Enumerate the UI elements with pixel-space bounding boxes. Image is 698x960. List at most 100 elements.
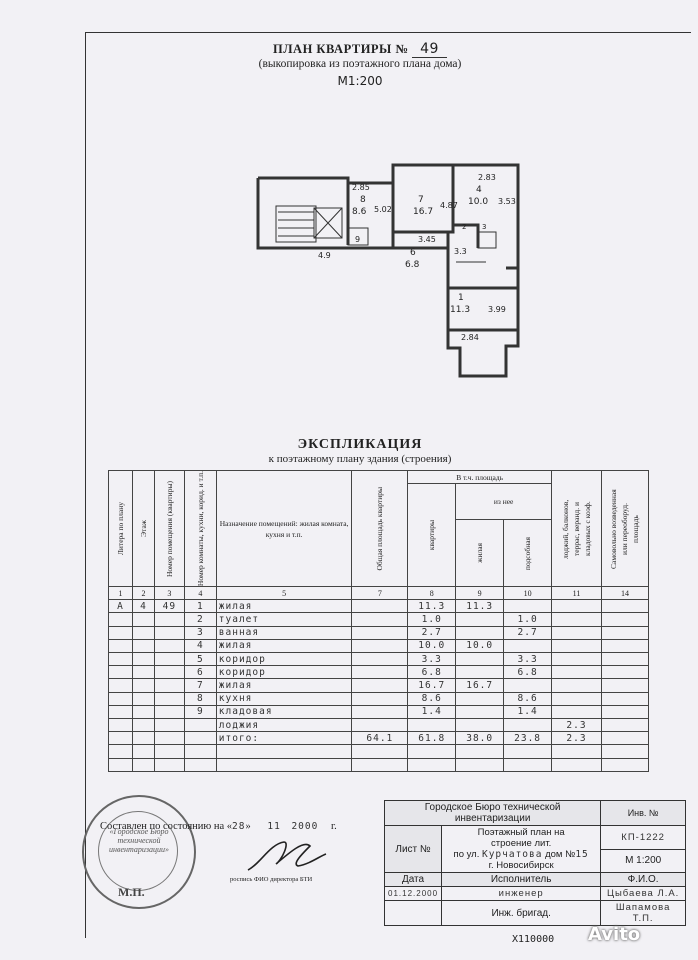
cell-living: 11.3 [455,599,505,614]
bti-description: Поэтажный план на строение лит. по ул. К… [441,825,602,873]
plan-dim-284: 2.84 [461,333,479,342]
bti-house: 15 [575,849,589,860]
cell-no: 2 [183,612,217,627]
col-header-room-no: Номер комнаты, кухни, корид. и т.п. [195,471,205,587]
bti-inv-value: КП-1222 [600,825,686,850]
cell-empty [215,757,353,772]
cell-empty [131,757,155,772]
cell-flat: 16.7 [407,678,457,693]
bti-exec-value: инженер [441,886,602,901]
cell-floor [131,625,155,640]
cell-empty [503,744,553,759]
cell-name: коридор [215,665,353,680]
cell-lit [108,717,133,733]
cell-living [455,665,505,680]
bti-desc-2: строение лит. [491,838,552,849]
cell-floor [131,717,155,733]
cell-flat: 6.8 [407,665,457,680]
footer-number: X110000 [512,934,555,945]
bti-brig-value: Шапамова Т.П. [600,900,686,926]
cell-total: 64.1 [351,731,409,746]
cell-total [351,717,409,733]
bti-scale: М 1:200 [600,848,686,873]
col-header-total: Общая площадь квартиры [375,486,385,571]
plan-dim-345: 3.45 [418,235,436,244]
cell-loggia [551,691,602,706]
col-header-aux: подсобная [523,536,533,570]
cell-flat: 1.0 [407,612,457,627]
avito-watermark: Avito [588,924,641,945]
bti-inv-label: Инв. № [600,800,686,826]
plan-room-6-no: 6 [410,248,416,258]
cell-total [351,665,409,680]
state-month: 11 [267,821,281,832]
bti-house-prefix: дом № [545,849,576,860]
cell-total [351,638,409,654]
plan-room-9-no: 9 [355,235,360,244]
plan-room-7-area: 16.7 [413,207,433,217]
cell-name: жилая [215,599,353,614]
cell-apt [153,691,185,706]
plan-dim-33: 3.3 [454,247,467,256]
bti-sheet-label: Лист № [383,825,443,873]
state-prefix: Составлен по состоянию на « [100,821,233,832]
floor-plan: 1 11.3 3.99 2 3 4 10.0 3.53 6 6.8 7 16.7… [256,163,520,378]
cell-aux: 3.3 [503,652,553,667]
cell-empty [183,744,217,759]
cell-apt [153,731,185,746]
cell-empty [108,757,133,772]
cell-no: 3 [183,625,217,640]
cell-aux: 2.7 [503,625,553,640]
cell-unauth [600,704,650,719]
cell-apt [153,678,185,693]
title-prefix: ПЛАН КВАРТИРЫ № [273,42,409,56]
explication-title: ЭКСПЛИКАЦИЯ [297,437,423,452]
cell-floor: 4 [131,599,155,614]
cell-lit [108,652,133,667]
cell-lit [108,731,133,746]
plan-room-4-area: 10.0 [468,197,488,207]
cell-lit [108,691,133,706]
col-num: 8 [407,586,457,601]
bti-brig-label: Инж. бригад. [441,900,602,926]
col-header-purpose: Назначение помещений: жилая комната, кух… [215,469,353,588]
state-day: 28 [232,821,246,832]
cell-apt [153,717,185,733]
cell-empty [215,744,353,759]
bti-exec-label: Исполнитель [441,872,602,887]
cell-total [351,652,409,667]
cell-living: 16.7 [455,678,505,693]
cell-loggia [551,612,602,627]
cell-floor [131,665,155,680]
apartment-number: 49 [412,41,447,58]
cell-total [351,625,409,640]
col-num: 4 [183,586,217,601]
cell-lit [108,612,133,627]
cell-loggia: 2.3 [551,731,602,746]
plan-room-4-no: 4 [476,185,482,195]
col-num: 9 [455,586,505,601]
cell-apt [153,652,185,667]
col-header-incl: В т.ч. площадь [407,469,553,485]
cell-apt [153,704,185,719]
director-signature [247,841,327,871]
cell-loggia [551,625,602,640]
cell-name: кухня [215,691,353,706]
cell-flat [407,717,457,733]
cell-name: коридор [215,652,353,667]
cell-empty [407,757,457,772]
cell-name: жилая [215,678,353,693]
cell-empty [108,744,133,759]
stamp-mp: М.П. [118,885,145,899]
document-frame [85,32,691,938]
plan-subtitle: (выкопировка из поэтажного плана дома) [258,58,462,70]
col-num: 2 [131,586,155,601]
cell-apt [153,638,185,654]
col-header-loggia: лоджий, балконов, террас, веранд. и клад… [561,498,593,559]
cell-total [351,599,409,614]
col-header-unauth: Самовольно возведенная или переоборуд. п… [609,488,641,569]
cell-loggia [551,599,602,614]
